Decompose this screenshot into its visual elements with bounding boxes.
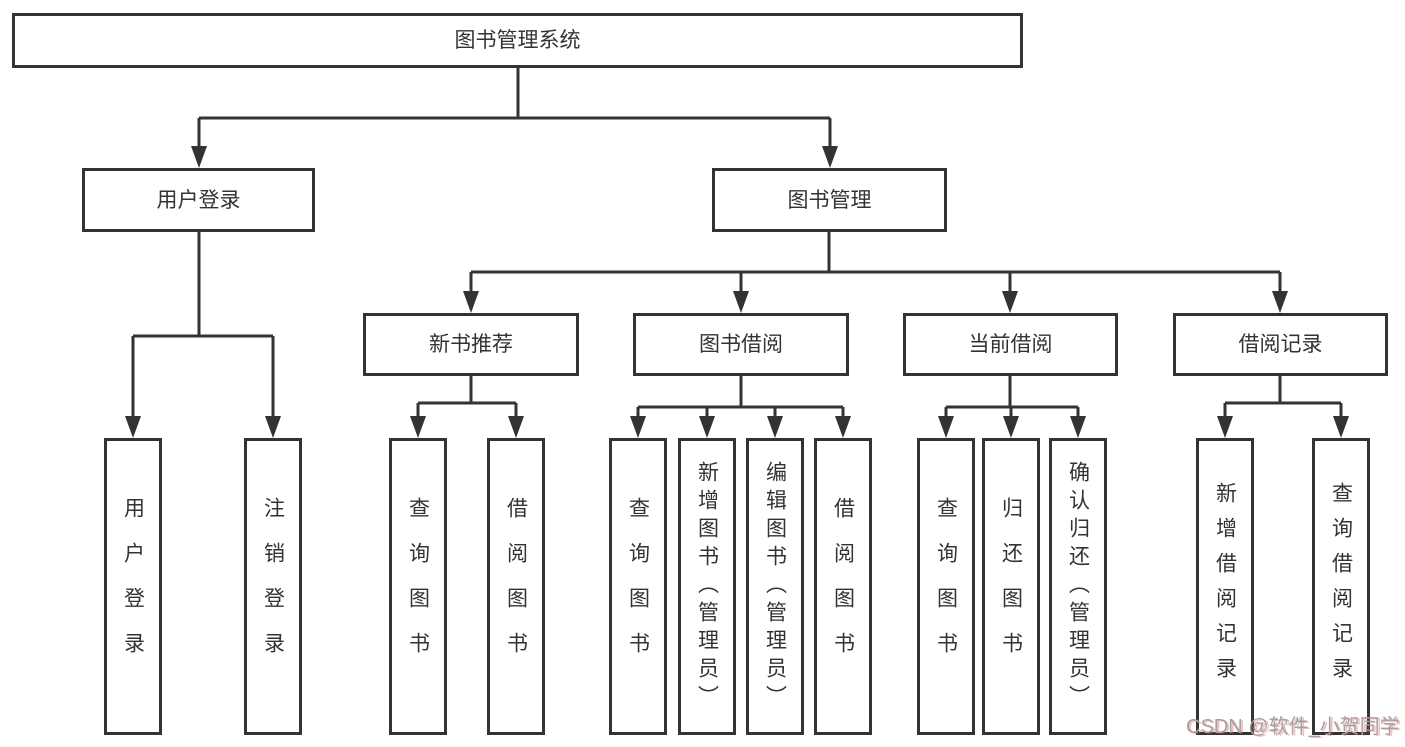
node-user-login-label: 用户登录: [156, 188, 241, 212]
leaf-current-query-books: 查询图书: [917, 438, 975, 735]
leaf-recommend-query-books-label: 查询图书: [406, 496, 430, 677]
leaf-user-login-label: 用户登录: [121, 496, 145, 677]
node-root-system: 图书管理系统: [12, 13, 1023, 68]
leaf-recommend-borrow-books-label: 借阅图书: [504, 496, 528, 677]
node-user-login: 用户登录: [82, 168, 315, 232]
leaf-records-add-record: 新增借阅记录: [1196, 438, 1254, 735]
csdn-watermark: CSDN @软件_小贺同学: [1186, 716, 1400, 738]
node-new-book-recommend: 新书推荐: [363, 313, 579, 376]
leaf-borrow-edit-books-admin: 编辑图书（管理员）: [746, 438, 804, 735]
leaf-borrow-add-books-admin-label: 新增图书（管理员）: [695, 460, 719, 713]
node-current-borrow-label: 当前借阅: [968, 333, 1053, 356]
leaf-borrow-borrow-books: 借阅图书: [814, 438, 872, 735]
leaf-logout-label: 注销登录: [261, 496, 285, 677]
leaf-logout: 注销登录: [244, 438, 302, 735]
leaf-borrow-add-books-admin: 新增图书（管理员）: [678, 438, 736, 735]
connector-path: [131, 68, 1343, 420]
leaf-user-login: 用户登录: [104, 438, 162, 735]
leaf-current-query-books-label: 查询图书: [934, 496, 958, 677]
leaf-current-return-books: 归还图书: [982, 438, 1040, 735]
node-current-borrow: 当前借阅: [903, 313, 1118, 376]
leaf-recommend-borrow-books: 借阅图书: [487, 438, 545, 735]
node-book-borrow-label: 图书借阅: [699, 333, 783, 356]
arrowhead-icon: [125, 146, 1349, 438]
node-borrow-records-label: 借阅记录: [1238, 333, 1323, 356]
leaf-records-query-record-label: 查询借阅记录: [1329, 481, 1353, 692]
node-book-management: 图书管理: [712, 168, 947, 232]
node-new-book-recommend-label: 新书推荐: [429, 333, 513, 356]
leaf-current-confirm-return-admin: 确认归还（管理员）: [1049, 438, 1107, 735]
node-borrow-records: 借阅记录: [1173, 313, 1388, 376]
node-root-label: 图书管理系统: [454, 29, 581, 52]
leaf-current-confirm-return-admin-label: 确认归还（管理员）: [1066, 460, 1090, 713]
leaf-current-return-books-label: 归还图书: [999, 496, 1023, 677]
leaf-borrow-query-books: 查询图书: [609, 438, 667, 735]
leaf-borrow-edit-books-admin-label: 编辑图书（管理员）: [763, 460, 787, 713]
node-book-borrow: 图书借阅: [633, 313, 849, 376]
leaf-borrow-borrow-books-label: 借阅图书: [831, 496, 855, 677]
node-book-management-label: 图书管理: [787, 188, 872, 212]
leaf-recommend-query-books: 查询图书: [389, 438, 447, 735]
leaf-records-query-record: 查询借阅记录: [1312, 438, 1370, 735]
leaf-borrow-query-books-label: 查询图书: [626, 496, 650, 677]
leaf-records-add-record-label: 新增借阅记录: [1213, 481, 1237, 692]
